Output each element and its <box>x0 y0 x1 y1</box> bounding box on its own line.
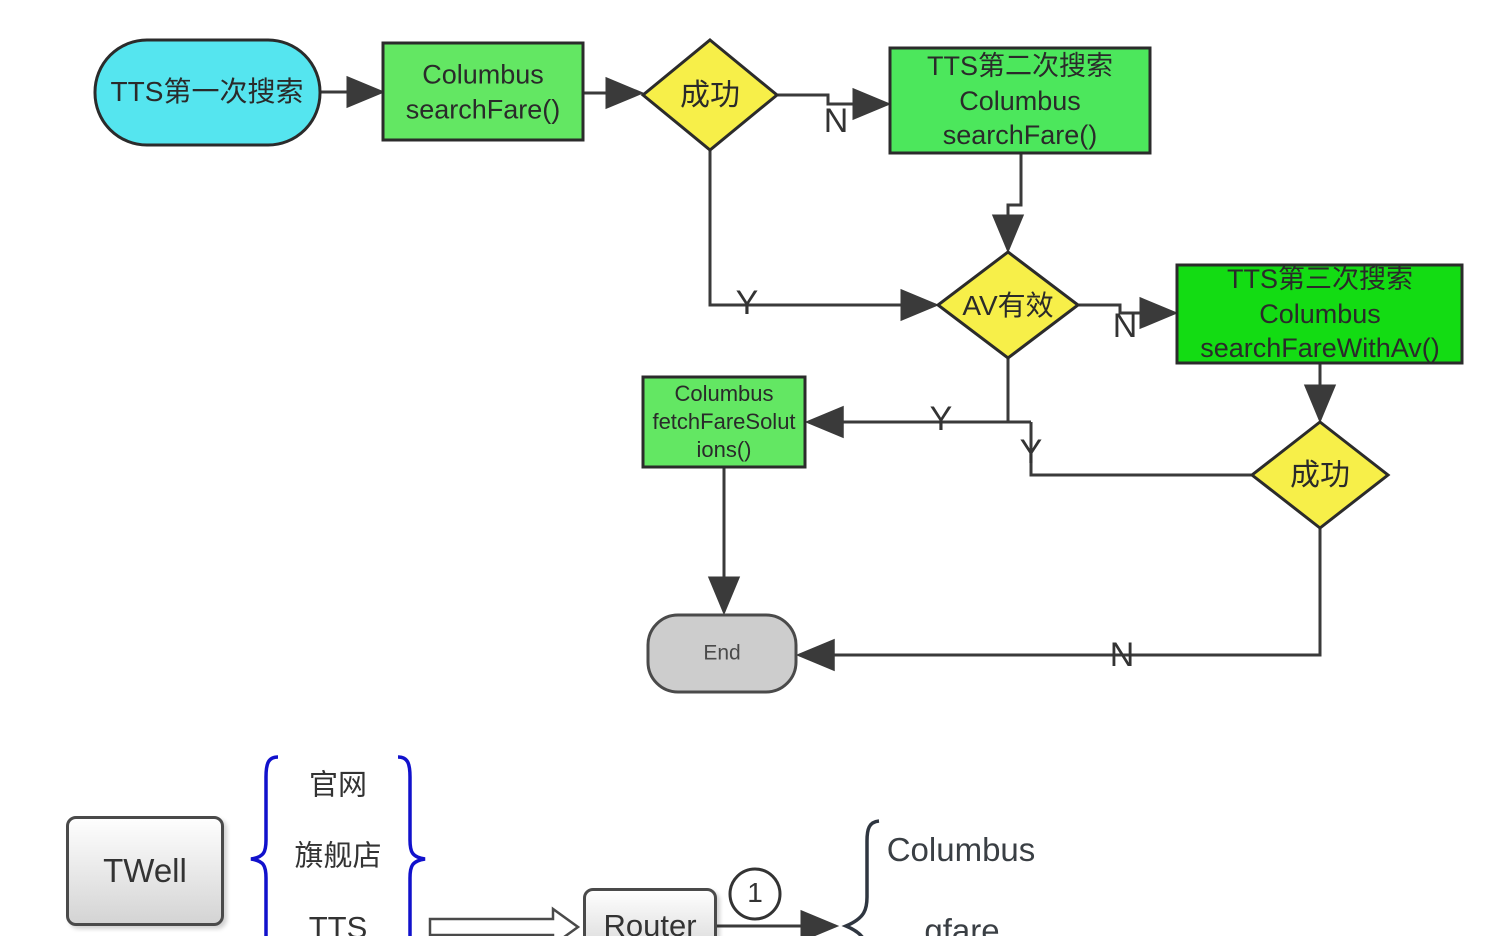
right-curly-brace <box>397 755 426 936</box>
channel-flagship-store-label: 旗舰店 <box>294 840 382 873</box>
node-fetch-shape <box>641 375 807 469</box>
twell-box: TWell <box>66 816 224 926</box>
connector-group <box>320 75 1337 936</box>
edge-label-n3: N <box>1109 636 1135 675</box>
node-success2-label: 成功 <box>1290 458 1350 492</box>
step-marker-label: 1 <box>747 877 763 909</box>
providers-curly-brace <box>841 819 880 936</box>
channel-tts-label: TTS <box>308 910 368 936</box>
edge-success2-n-to-end <box>795 528 1322 672</box>
shape-group <box>93 38 1464 694</box>
left-curly-brace <box>250 755 279 936</box>
edge-success1-n-to-search2 <box>777 87 892 121</box>
edge-label-y2: Y <box>929 400 953 439</box>
node-search1-shape <box>381 41 585 142</box>
node-avvalid-label: AV有效 <box>962 290 1054 322</box>
blue-brace-group <box>250 755 426 936</box>
edge-label-y1: Y <box>735 284 759 323</box>
node-search3-shape <box>1175 263 1464 365</box>
step-marker-circle <box>728 867 782 921</box>
router-label: Router <box>603 908 697 936</box>
hollow-arrow-tts-to-router <box>428 906 581 936</box>
provider-gfare-label: gfare <box>924 911 1000 936</box>
node-start-label: TTS第一次搜索 <box>110 76 304 108</box>
edge-success1-y-to-avvalid <box>708 150 940 322</box>
node-success2-shape <box>1249 420 1391 530</box>
node-fetch-label: Columbus fetchFareSolut ions() <box>652 380 796 463</box>
node-end-shape <box>646 613 798 694</box>
node-search2-shape <box>888 46 1152 155</box>
channel-official-site-label: 官网 <box>308 769 368 802</box>
node-start-shape <box>93 38 322 147</box>
node-success1-label: 成功 <box>680 78 740 112</box>
edge-label-n1: N <box>823 102 849 141</box>
node-avvalid-shape <box>935 250 1081 360</box>
edge-label-y3: Y <box>1019 433 1043 472</box>
node-search1-label: Columbus searchFare() <box>405 59 561 124</box>
twell-label: TWell <box>103 852 187 889</box>
node-search2-label: TTS第二次搜索 Columbus searchFare() <box>927 51 1113 151</box>
provider-columbus-label: Columbus <box>886 830 1036 868</box>
node-end-label: End <box>703 641 741 665</box>
edge-avvalid-n-to-search3 <box>1078 296 1179 330</box>
node-search3-label: TTS第三次搜索 Columbus searchFareWithAv() <box>1200 264 1440 364</box>
edge-success2-y-stub <box>1029 422 1252 477</box>
edge-search2-to-avvalid <box>991 153 1025 254</box>
edge-label-n2: N <box>1112 307 1138 346</box>
router-box: Router <box>583 888 717 936</box>
node-success1-shape <box>640 38 780 152</box>
